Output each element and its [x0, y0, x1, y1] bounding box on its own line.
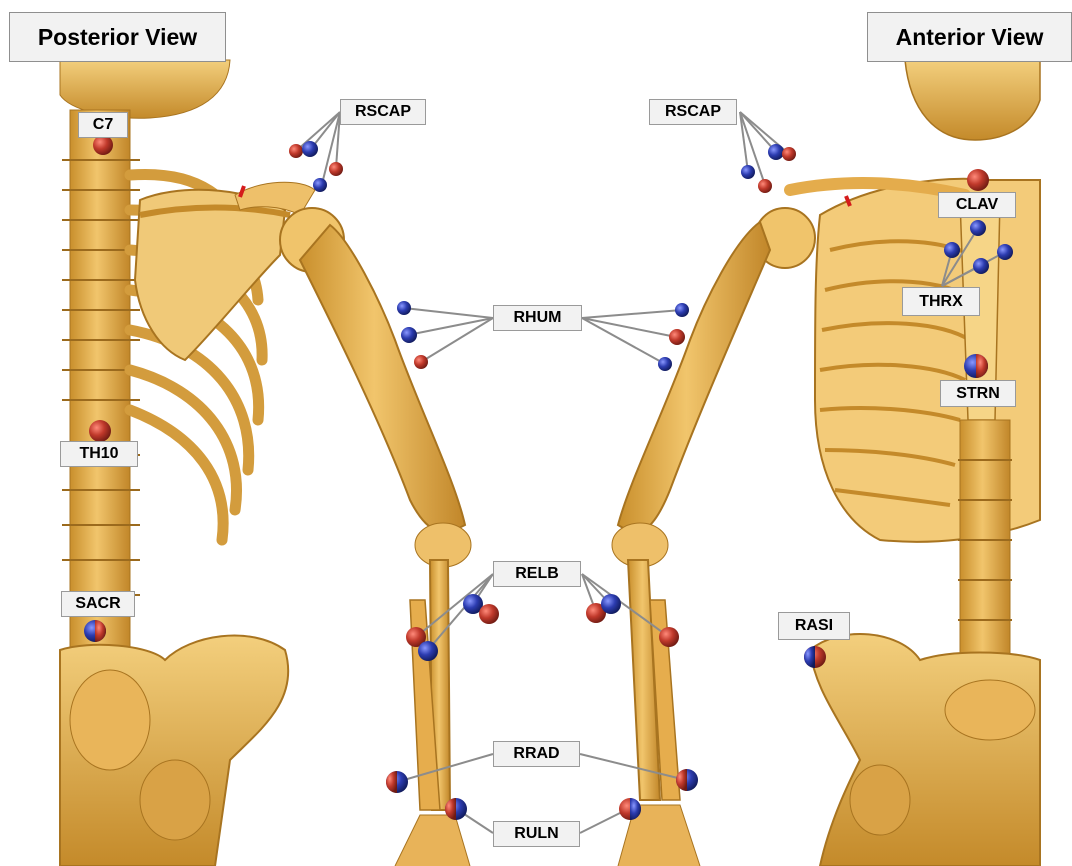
anterior-pelvis: [810, 634, 1040, 866]
label-rscap-anterior: RSCAP: [649, 99, 737, 125]
label-th10: TH10: [60, 441, 138, 467]
marker-rhum-post-1: [397, 301, 411, 315]
marker-rscap-post-1: [289, 144, 303, 158]
marker-th10: [89, 420, 111, 442]
anterior-skeleton: [790, 60, 1040, 866]
marker-rscap-post-4: [313, 178, 327, 192]
marker-rscap-ant-4: [782, 147, 796, 161]
marker-relb-post-4: [418, 641, 438, 661]
marker-clav: [967, 169, 989, 191]
label-relb: RELB: [493, 561, 581, 587]
marker-rhum-ant-3: [658, 357, 672, 371]
posterior-arm: [235, 182, 471, 866]
anterior-skull: [905, 60, 1040, 140]
marker-thrx-2: [944, 242, 960, 258]
marker-thrx-4: [997, 244, 1013, 260]
marker-rhum-post-2: [401, 327, 417, 343]
marker-c7: [93, 135, 113, 155]
marker-relb-ant-2: [601, 594, 621, 614]
posterior-spine: [70, 110, 130, 670]
marker-rhum-post-3: [414, 355, 428, 369]
marker-rhum-ant-1: [675, 303, 689, 317]
anterior-humerus: [618, 222, 770, 535]
anterior-view-title: Anterior View: [867, 12, 1072, 62]
marker-rscap-post-3: [329, 162, 343, 176]
label-rscap-posterior: RSCAP: [340, 99, 426, 125]
label-c7: C7: [78, 112, 128, 138]
anterior-arm: [612, 208, 815, 866]
marker-rhum-ant-2: [669, 329, 685, 345]
marker-rscap-ant-3: [768, 144, 784, 160]
label-ruln: RULN: [493, 821, 580, 847]
label-rhum: RHUM: [493, 305, 582, 331]
marker-thrx-1: [970, 220, 986, 236]
label-thrx: THRX: [902, 287, 980, 316]
marker-rscap-ant-1: [741, 165, 755, 179]
marker-relb-ant-3: [659, 627, 679, 647]
label-rrad: RRAD: [493, 741, 580, 767]
marker-rscap-ant-2: [758, 179, 772, 193]
posterior-view-title: Posterior View: [9, 12, 226, 62]
posterior-humerus: [300, 225, 465, 535]
marker-rscap-post-2: [302, 141, 318, 157]
label-strn: STRN: [940, 380, 1016, 407]
marker-thrx-3: [973, 258, 989, 274]
label-rasi: RASI: [778, 612, 850, 640]
marker-relb-post-2: [479, 604, 499, 624]
label-clav: CLAV: [938, 192, 1016, 218]
label-sacr: SACR: [61, 591, 135, 617]
